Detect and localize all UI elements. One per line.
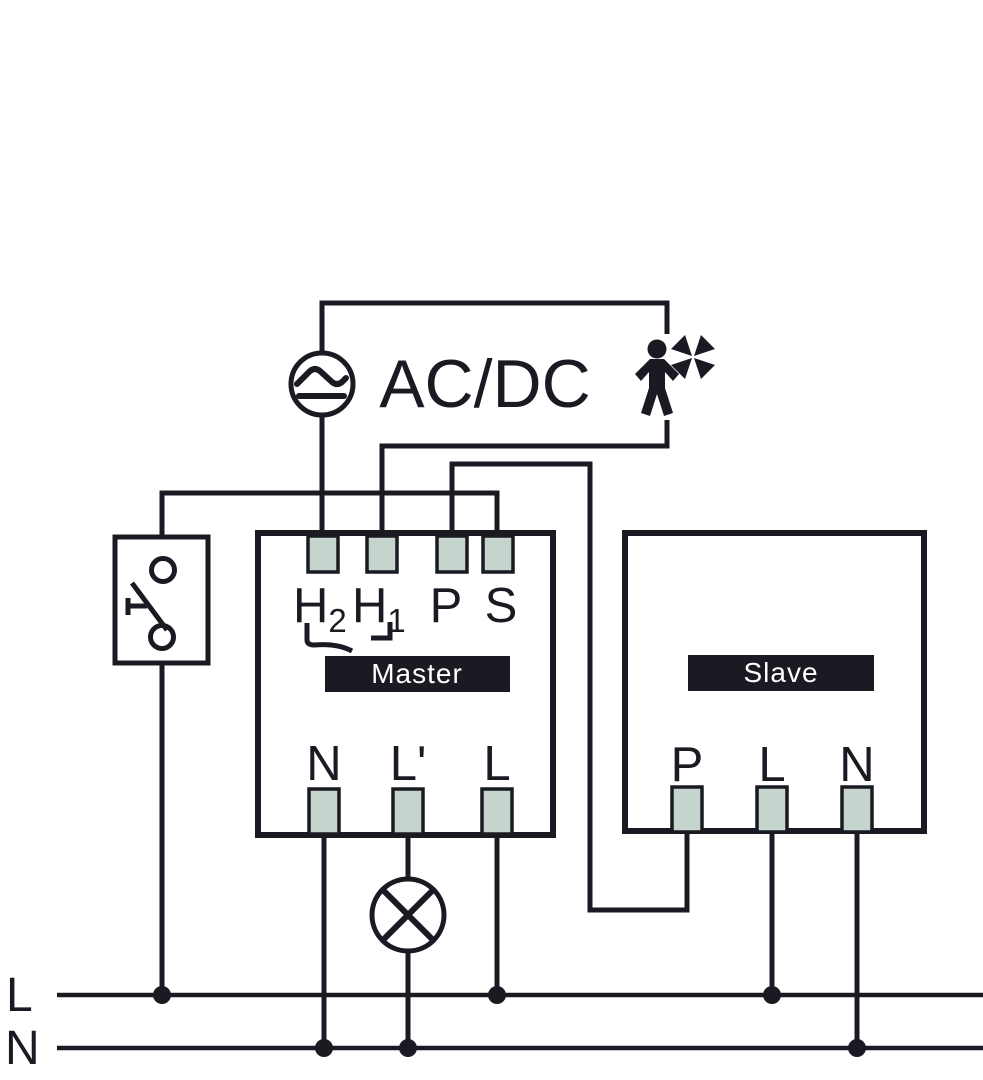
slave-badge-label: Slave (743, 657, 818, 688)
master-bottom-terminal-pads (307, 787, 514, 836)
junction-dot (153, 986, 171, 1004)
terminal-label-l-master: L (483, 737, 510, 791)
terminal-label-l-slave: L (758, 738, 785, 792)
lamp-icon (369, 876, 447, 954)
terminal-label-h1: H1 (352, 579, 406, 639)
junction-dot (848, 1039, 866, 1057)
terminal-pad-lprime (391, 787, 425, 836)
wire-master-p-to-slave-p (449, 461, 690, 913)
terminal-pad-p-master (435, 534, 469, 574)
terminal-label-p-master: P (430, 579, 463, 633)
slave-bottom-terminal-pads (670, 785, 874, 834)
ac-dc-label: AC/DC (379, 346, 591, 422)
switch-actuator (125, 598, 147, 615)
switch-lever (129, 581, 170, 632)
terminal-pad-s (481, 534, 515, 574)
person-body (635, 359, 679, 416)
slave-badge (688, 655, 874, 691)
jumper-left-bracket (304, 623, 354, 654)
terminal-label-p-slave: P (671, 738, 704, 792)
sine-wave-icon (294, 366, 349, 387)
terminal-pad-n-master (307, 787, 341, 836)
push-button-switch-icon (112, 534, 211, 666)
switch-contact-top (149, 556, 177, 584)
lamp-cross (380, 887, 436, 943)
person-head (647, 339, 667, 359)
junction-dot (399, 1039, 417, 1057)
jumper-right-bracket (371, 622, 393, 641)
l-bus-label: L (6, 969, 33, 1022)
master-badge (325, 656, 510, 692)
ac-dc-source-icon (288, 350, 356, 418)
junction-dots (153, 986, 866, 1057)
terminal-pad-l-master (480, 787, 514, 836)
terminal-label-s: S (485, 579, 518, 633)
terminal-label-n-slave: N (839, 738, 874, 792)
wire-switch-to-s (159, 490, 500, 540)
terminal-pad-n-slave (840, 785, 874, 834)
asterisk-icon (671, 335, 715, 379)
source-circle (288, 350, 356, 418)
master-top-terminal-pads (306, 534, 515, 574)
wires (57, 300, 983, 1051)
junction-dot (763, 986, 781, 1004)
terminal-pad-h1 (365, 534, 399, 574)
h2-h1-jumper-symbol (304, 622, 393, 654)
terminal-pad-p-slave (670, 785, 704, 834)
terminal-label-n-master: N (306, 737, 341, 791)
terminal-label-lprime: L' (390, 737, 427, 791)
terminal-pad-l-slave (755, 785, 789, 834)
presence-detection-icon (634, 334, 720, 420)
n-bus-label: N (5, 1022, 40, 1075)
junction-dot (488, 986, 506, 1004)
terminal-label-h2: H2 (293, 579, 347, 639)
master-badge-label: Master (371, 658, 463, 689)
junction-dot (315, 1039, 333, 1057)
terminal-pad-h2 (306, 534, 340, 574)
